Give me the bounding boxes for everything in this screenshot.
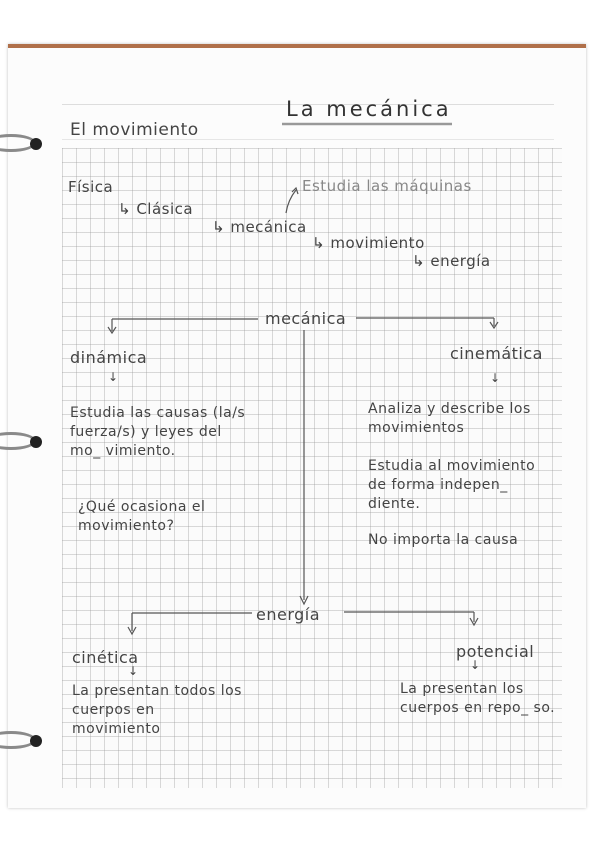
dinamica-text-1: Estudia las causas (la/s fuerza/s) y ley… — [70, 405, 246, 459]
potencial-text: La presentan los cuerpos en repo_ so. — [400, 681, 556, 716]
hierarchy-clasica: ↳ Clásica — [118, 200, 194, 218]
notebook-page — [8, 44, 586, 808]
potencial-title: potencial — [456, 642, 535, 661]
cinetica-text: La presentan todos los cuerpos en movimi… — [72, 683, 242, 737]
cinematica-text-1: Analiza y describe los movimientos — [368, 401, 531, 436]
energia-root: energía — [256, 605, 321, 624]
page-title: La mecánica — [286, 97, 452, 121]
note-arrow-head — [291, 186, 299, 195]
hierarchy-note: Estudia las máquinas — [302, 177, 472, 195]
center-arrowhead — [299, 595, 309, 606]
binder-ring-bottom — [0, 727, 42, 753]
header-area — [62, 104, 554, 140]
binder-ring-middle — [0, 428, 42, 454]
hierarchy-movimiento: ↳ movimiento — [312, 234, 425, 252]
binder-ring-top — [0, 130, 42, 156]
hierarchy-fisica: Física — [68, 178, 114, 196]
subject-label: El movimiento — [70, 120, 199, 140]
dinamica-text-2: ¿Qué ocasiona el movimiento? — [78, 499, 206, 534]
mecanica-root: mecánica — [265, 309, 347, 328]
energia-arrowhead-left — [127, 626, 137, 636]
cinematica-title: cinemática — [450, 344, 543, 363]
cinematica-arrow: ↓ — [490, 371, 501, 385]
cinematica-text-3: No importa la causa — [368, 532, 519, 548]
grid-area — [62, 148, 562, 788]
potencial-arrow: ↓ — [470, 658, 481, 672]
cinetica-arrow: ↓ — [128, 664, 139, 678]
hierarchy-mecanica: ↳ mecánica — [212, 218, 307, 236]
hierarchy-energia: ↳ energía — [412, 252, 491, 270]
dinamica-title: dinámica — [70, 348, 148, 367]
mecanica-arrowhead-left — [107, 326, 117, 335]
mecanica-arrowhead-right — [489, 321, 499, 330]
energia-arrowhead-right — [469, 617, 479, 627]
cinematica-text-2: Estudia al movimiento de forma indepen_ … — [368, 458, 536, 512]
dinamica-arrow: ↓ — [108, 370, 119, 384]
cinetica-title: cinética — [72, 648, 139, 667]
note-arrow — [285, 189, 297, 214]
